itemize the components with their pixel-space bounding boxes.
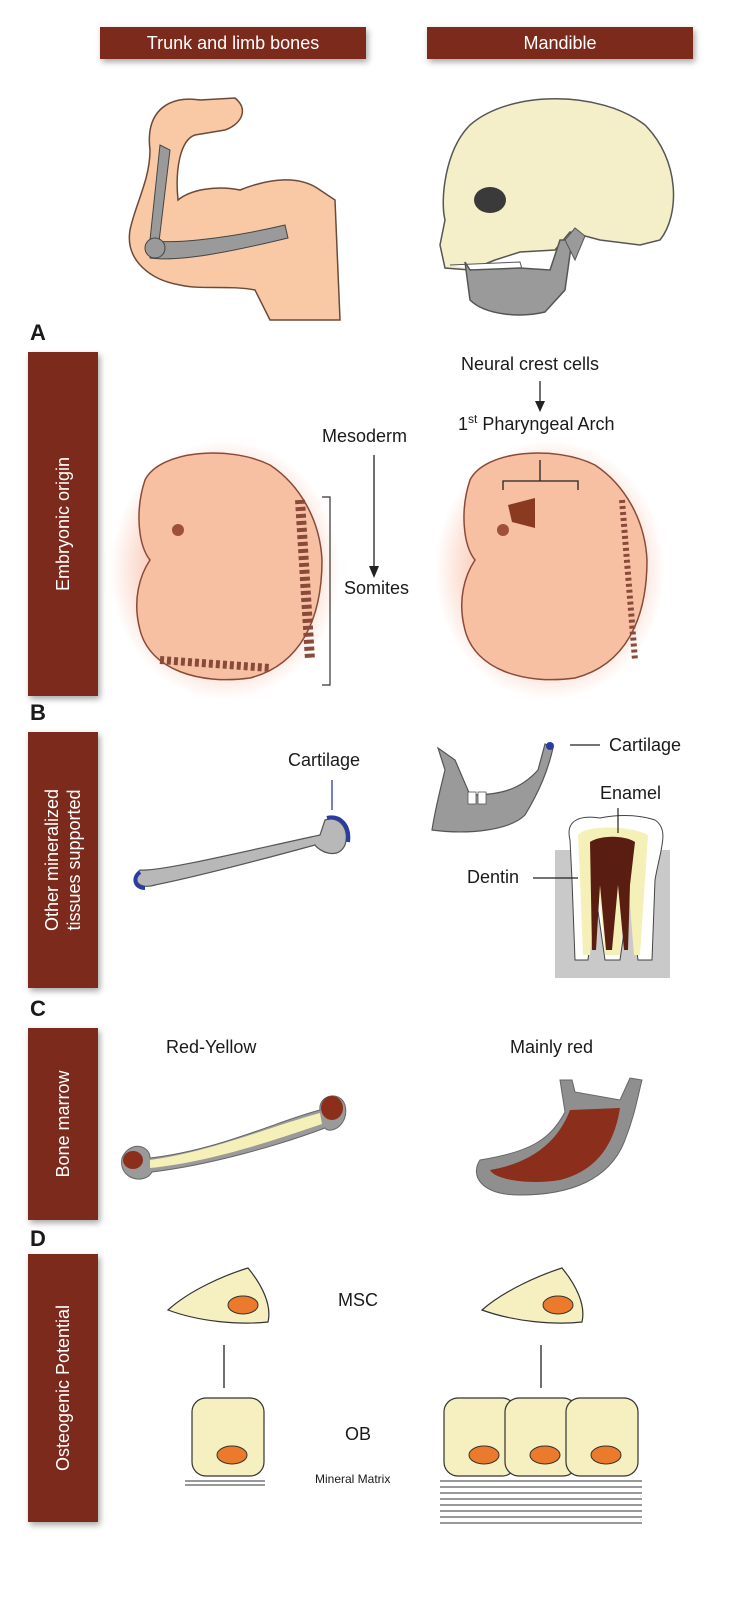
long-bone-marrow [121,1095,347,1180]
pharyngeal-arch-superscript: st [468,412,478,426]
mineral-matrix-left [185,1480,265,1486]
ob-cell-right [443,1397,639,1477]
cartilage-right-label: Cartilage [609,735,682,755]
tooth-illustration [555,815,670,978]
marrow-left-label: Red-Yellow [166,1037,257,1057]
mandible-marrow [475,1077,643,1196]
pharyngeal-arch-label: 1st Pharyngeal Arch [458,412,614,435]
somites-label: Somites [344,578,410,598]
section-letter-b: B [30,700,46,725]
mineral-matrix-label: Mineral Matrix [315,1472,391,1486]
msc-label: MSC [338,1290,378,1310]
header-trunk-limb: Trunk and limb bones [100,27,366,59]
ob-cell-left [191,1397,265,1477]
mineral-matrix-right [440,1480,642,1524]
enamel-label: Enamel [600,783,662,803]
section-letter-c: C [30,996,46,1021]
somites-bracket [322,496,331,686]
pharyngeal-arch-text: Pharyngeal Arch [482,414,615,434]
neural-crest-label: Neural crest cells [461,354,600,374]
embryo-left-illustration [110,440,340,700]
marrow-right-label: Mainly red [510,1037,594,1057]
side-banner-osteogenic-potential: Osteogenic Potential [28,1254,98,1522]
cartilage-left-label: Cartilage [288,750,361,770]
skull-illustration [439,98,675,316]
side-banner-bone-marrow: Bone marrow [28,1028,98,1220]
pharyngeal-arch-number: 1 [458,414,469,434]
header-mandible: Mandible [427,27,693,59]
msc-cell-right [480,1267,584,1324]
mesoderm-arrow-head [369,566,379,578]
msc-cell-left [166,1267,270,1324]
ob-label: OB [345,1424,372,1444]
section-letter-d: D [30,1226,46,1251]
mesoderm-label: Mesoderm [322,426,408,446]
embryo-right-illustration [435,440,665,700]
dentin-label: Dentin [467,867,520,887]
neural-crest-arrow-head [535,401,545,412]
section-letter-a: A [30,320,46,345]
mandible-cartilage [431,742,554,833]
arch-bracket [502,460,579,490]
long-bone-cartilage [133,815,351,890]
arm-illustration [128,97,341,321]
side-banner-embryonic-origin: Embryonic origin [28,352,98,696]
